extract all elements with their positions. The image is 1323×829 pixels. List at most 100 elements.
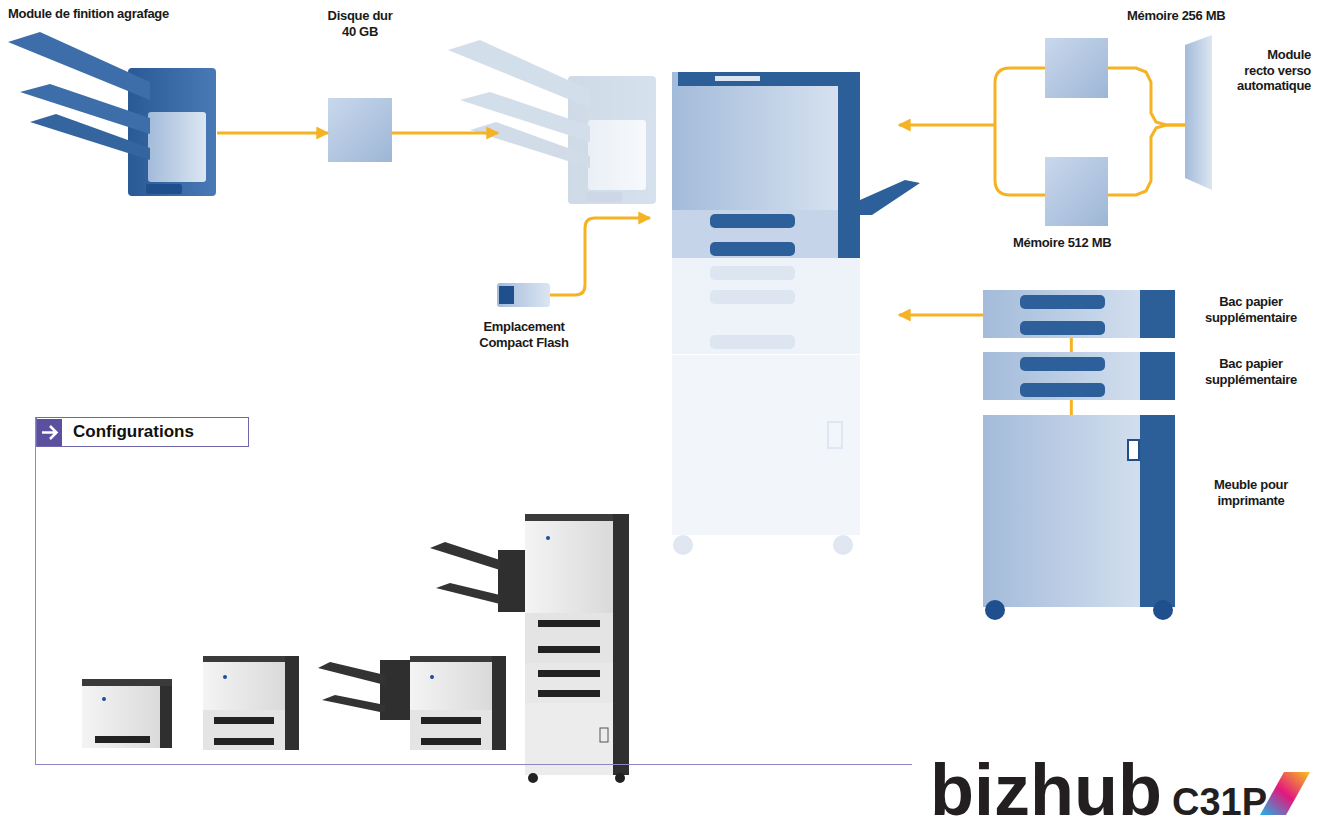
duplex-module: Module recto verso automatique: [1185, 35, 1212, 190]
tray-body: [983, 290, 1175, 338]
printer-photo: [525, 613, 615, 663]
cabinet-handle: [1128, 440, 1139, 460]
arrow: [899, 314, 983, 317]
finisher-module: Module de finition agrafage: [5, 30, 217, 198]
ghost-slot: [710, 335, 795, 349]
tray-body: [983, 352, 1175, 400]
printer-top: [678, 72, 848, 86]
memory-module: Mémoire 256 MB: [1045, 38, 1108, 98]
printer-photo: [203, 662, 287, 710]
brand-logo-text: bizhub: [930, 754, 1162, 826]
ghost-finisher: [448, 40, 656, 204]
printer-photo: [538, 670, 600, 677]
finisher-photo: [318, 662, 385, 685]
trays-illustration: [983, 290, 1175, 620]
memory-module: Mémoire 512 MB: [1045, 157, 1108, 226]
tray-side: [1140, 290, 1175, 338]
connector-line: [1108, 125, 1185, 195]
printer-photo: [615, 773, 625, 783]
cf-illustration: [497, 283, 550, 307]
printer-photo: [546, 536, 550, 540]
option-label: Meuble pour imprimante: [1196, 477, 1306, 508]
printer-photo: [410, 710, 494, 750]
printer-photo: [102, 697, 106, 701]
finisher-photo: [322, 695, 385, 713]
finisher-illustration: [8, 32, 216, 196]
printer-photo: [421, 738, 481, 745]
duplex-illustration: [1185, 35, 1212, 190]
tray-side: [1140, 352, 1175, 400]
ghost-slot: [710, 290, 795, 304]
arrow-icon: [42, 426, 57, 439]
paper-tray: Bac papier supplémentaire: [983, 290, 1175, 338]
tray-slot: [1020, 357, 1105, 371]
option-label: Disque dur 40 GB: [323, 8, 397, 39]
printer-photo: [410, 656, 506, 663]
printer-body: [672, 72, 860, 210]
printer-photo: [492, 656, 506, 750]
printer-photo: [525, 521, 615, 613]
printer-photo: [600, 728, 608, 742]
printer-panel: [715, 76, 760, 81]
printer-photo: [214, 738, 274, 745]
ghost-slot: [710, 266, 795, 280]
branch-line: [995, 68, 1045, 195]
cf-card: [497, 283, 550, 307]
option-label: Emplacement Compact Flash: [472, 319, 576, 350]
printer-photo: [203, 656, 299, 663]
tray-slot: [710, 214, 795, 228]
printer-photo: [421, 717, 481, 724]
tray-slot: [1020, 383, 1105, 397]
cabinet-body: [983, 415, 1175, 607]
printer-photo: [160, 682, 172, 748]
connector-line: [1070, 338, 1073, 352]
ghost-cabinet: [672, 355, 860, 535]
output-tray: [860, 180, 920, 215]
tray-slot: [1020, 321, 1105, 335]
printer-illustration: [672, 72, 920, 555]
printer-side: [838, 72, 860, 258]
printer-photo: [613, 514, 629, 775]
ghost-handle: [828, 422, 842, 448]
printer-photo: [538, 620, 600, 627]
connector-line: [1108, 68, 1185, 125]
cabinet-side: [1140, 415, 1175, 607]
arrow: [392, 132, 498, 135]
configurations-photos: [82, 514, 629, 783]
printer-photo: [285, 656, 299, 750]
option-label: Mémoire 256 MB: [1127, 8, 1225, 24]
finisher-tray: [30, 114, 150, 160]
connector-line: [217, 131, 328, 134]
wheel: [985, 600, 1005, 620]
arrow-icon: [37, 419, 62, 446]
option-label: Module recto verso automatique: [1235, 47, 1311, 94]
printer-photo: [82, 679, 172, 686]
tray-slot: [710, 242, 795, 256]
printer-photo: [223, 675, 227, 679]
printer-photo: [95, 736, 150, 743]
brand-logo-text: C31P: [1172, 783, 1267, 821]
printer-cabinet: Meuble pour imprimante: [983, 415, 1175, 615]
ghost-wheel: [673, 535, 693, 555]
ghost-tray: [672, 258, 860, 354]
printer-photo: [203, 710, 287, 750]
printer-photo: [410, 662, 494, 710]
wheel: [1153, 600, 1173, 620]
paper-tray: Bac papier supplémentaire: [983, 352, 1175, 400]
arrow: [550, 218, 650, 295]
hard-disk: Disque dur 40 GB: [328, 98, 392, 162]
layout-arrows: [392, 68, 1045, 315]
tray-slot: [1020, 295, 1105, 309]
printer-photo: [214, 717, 274, 724]
option-label: Module de finition agrafage: [8, 6, 169, 22]
printer-photo: [430, 675, 434, 679]
ghost-wheel: [833, 535, 853, 555]
connector-line: [1070, 400, 1073, 415]
printer-photo: [538, 646, 600, 653]
option-label: Mémoire 512 MB: [1013, 235, 1111, 251]
finisher-photo: [430, 542, 500, 570]
configurations-panel: Configurations: [35, 417, 912, 765]
